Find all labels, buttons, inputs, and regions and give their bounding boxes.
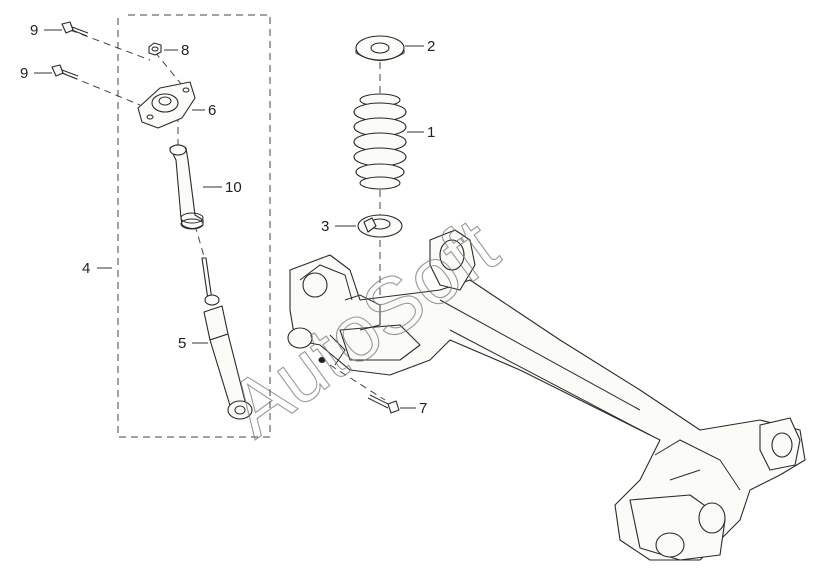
callout-4: 4 (82, 260, 90, 277)
callout-leader-lines (34, 29, 424, 409)
spring-lower-seat (357, 214, 403, 238)
callout-1: 1 (427, 124, 435, 141)
callout-7: 7 (419, 400, 427, 417)
shock-upper-mount (137, 81, 196, 129)
strut-assembly-bracket (117, 14, 271, 438)
shock-absorber (201, 257, 253, 420)
shock-lower-bolt (318, 357, 400, 414)
callout-2: 2 (427, 38, 435, 55)
callout-labels: 9 9 8 6 10 4 5 2 1 3 7 (20, 22, 435, 417)
callout-9-lower: 9 (20, 65, 28, 82)
callout-3: 3 (321, 218, 329, 235)
callout-5: 5 (178, 335, 186, 352)
top-mount-nut (148, 42, 162, 56)
dust-boot (169, 144, 204, 230)
coil-spring (353, 93, 407, 190)
callout-8: 8 (181, 42, 189, 59)
rear-axle-beam (287, 229, 806, 561)
mounting-bolt-upper (61, 21, 89, 37)
callout-6: 6 (208, 102, 216, 119)
callout-9-upper: 9 (30, 22, 38, 39)
spring-upper-seat (355, 35, 405, 61)
callout-10: 10 (225, 179, 242, 196)
mounting-bolt-lower (51, 64, 79, 80)
